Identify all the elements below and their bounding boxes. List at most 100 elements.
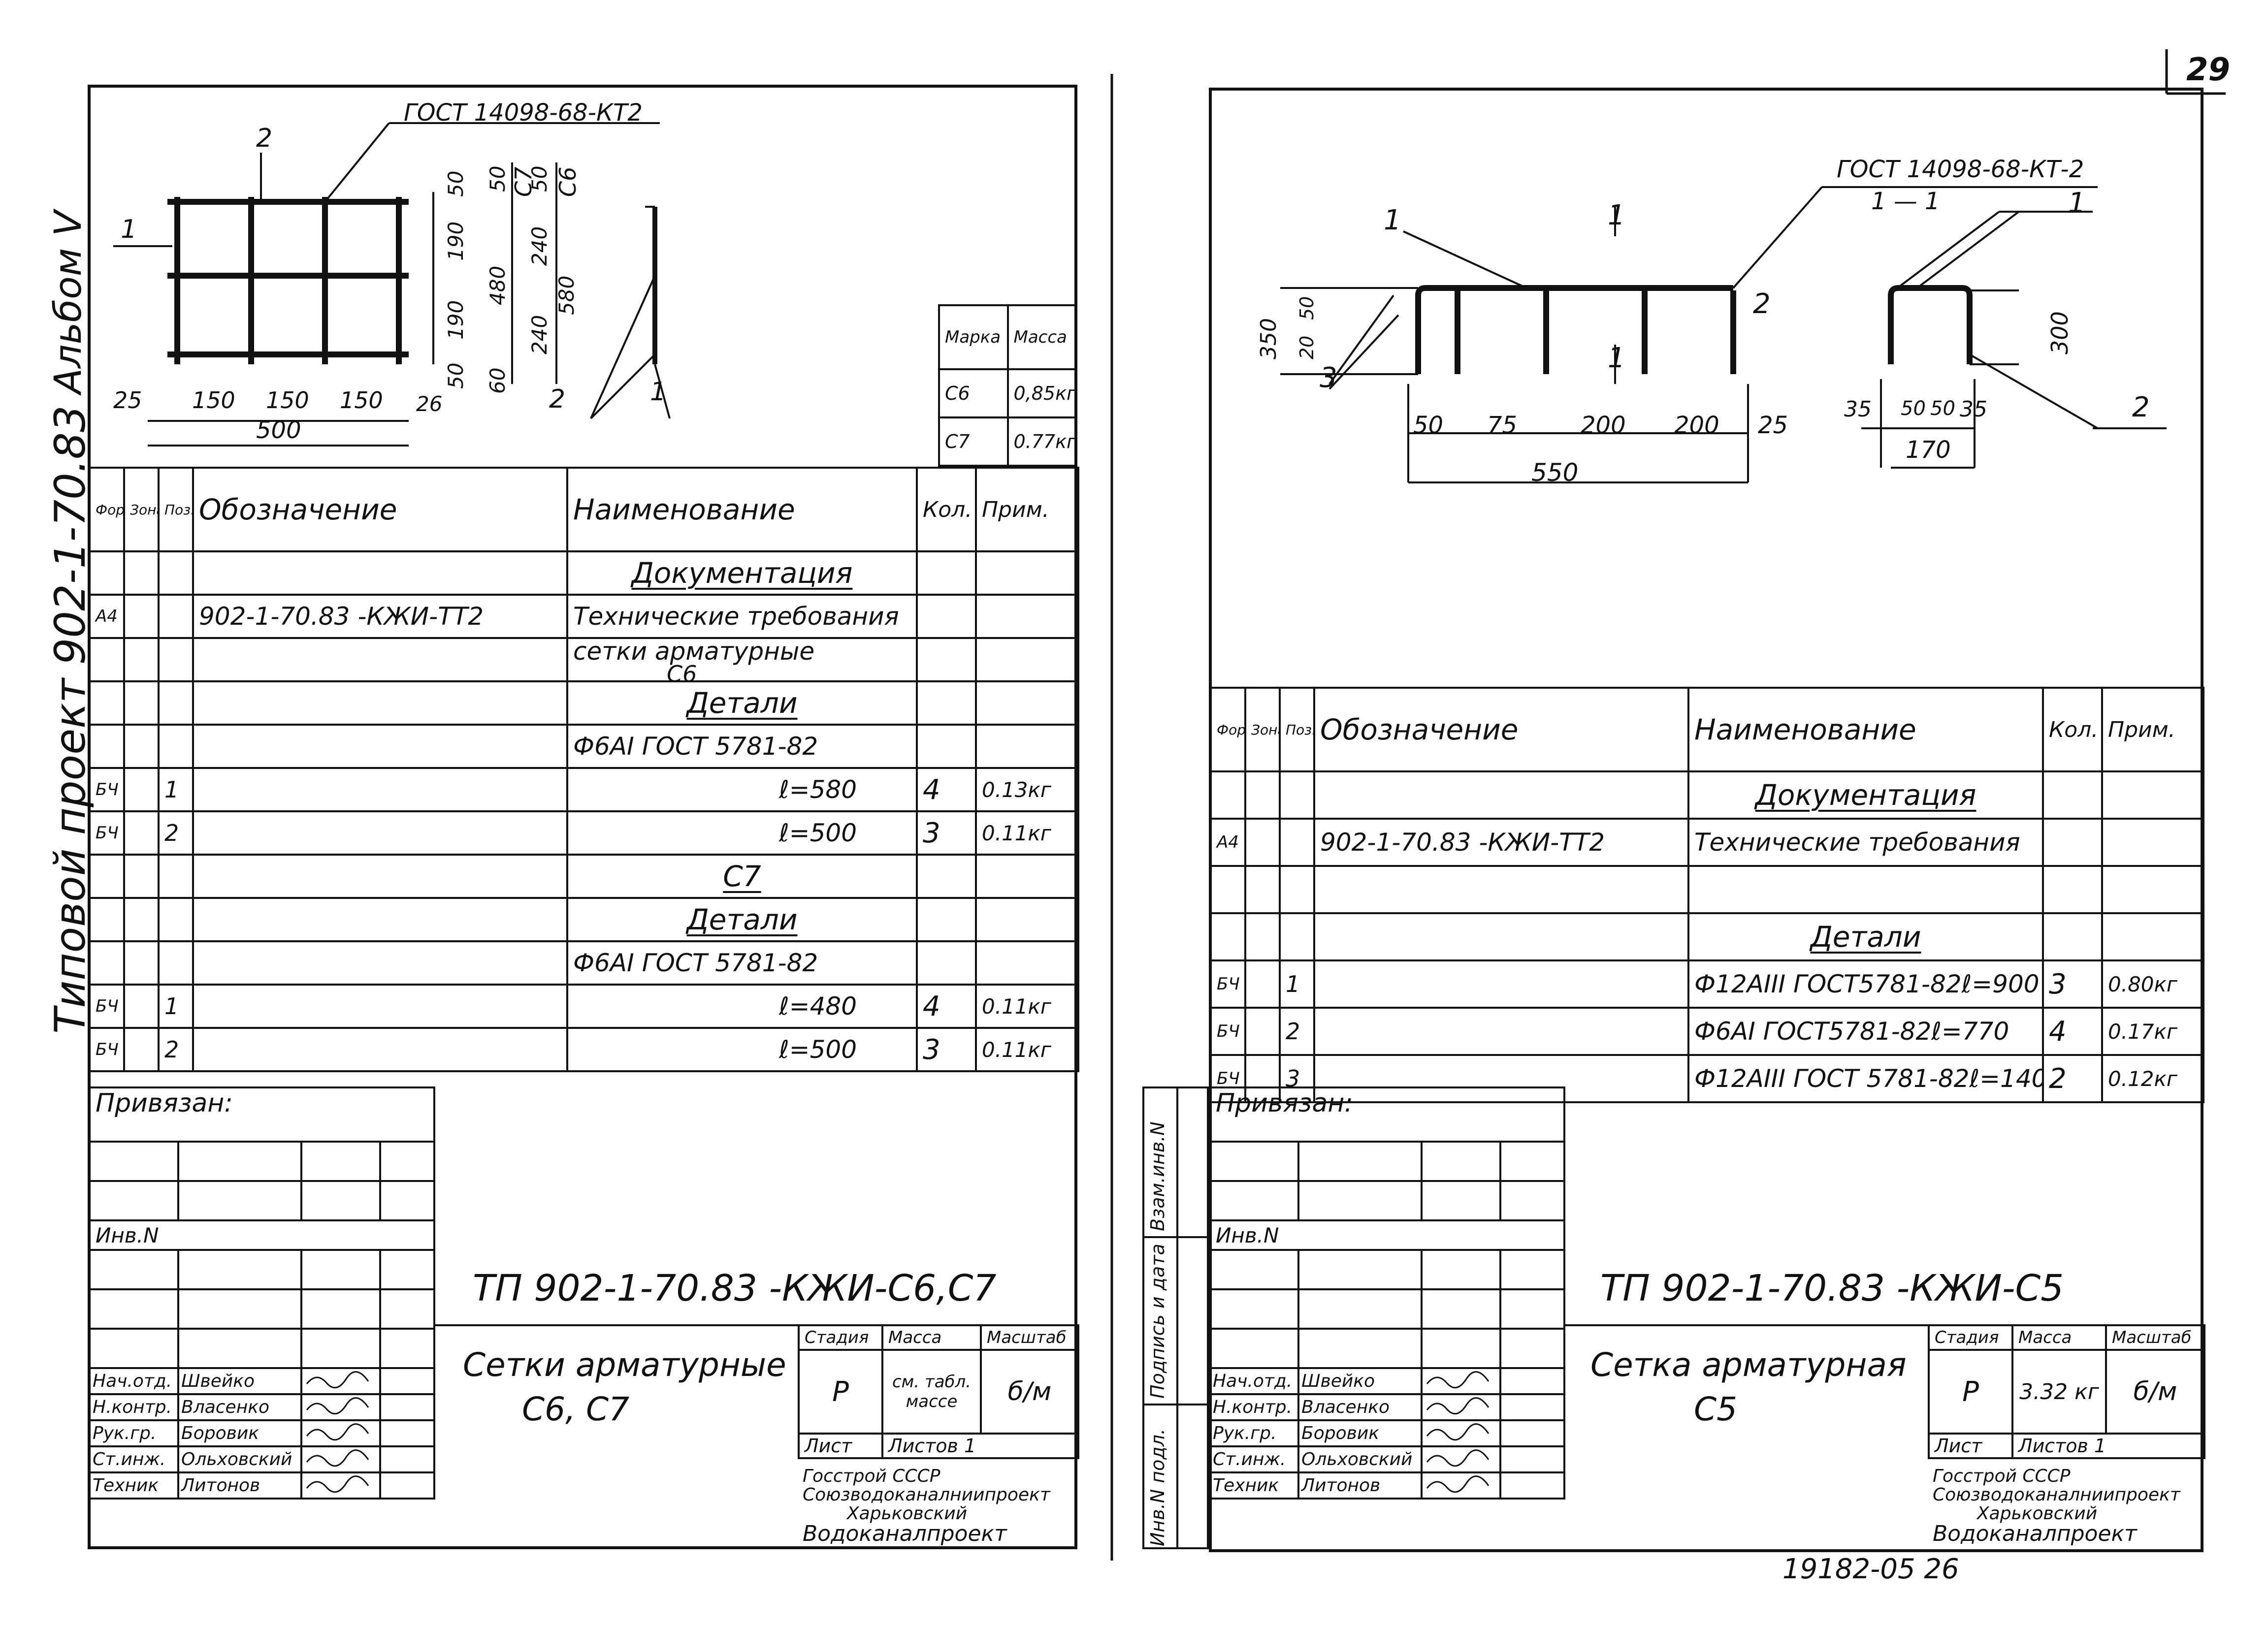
org-line: Харьковский xyxy=(1977,1503,2098,1524)
spec-cell-note: 0.80кг xyxy=(2101,959,2204,1009)
staff-date xyxy=(1499,1367,1565,1395)
staff-name: Боровик xyxy=(177,1419,302,1447)
staff-row: Рук.гр.Боровик xyxy=(89,1419,435,1447)
dim-label: 200 xyxy=(1581,412,1626,439)
mass-cell: С6 xyxy=(938,368,1009,418)
staff-name: Швейко xyxy=(1297,1367,1423,1395)
spec-cell-pos: 2 xyxy=(158,1027,194,1072)
page-number: 29 xyxy=(2186,52,2231,88)
spec-cell-designation xyxy=(192,767,568,812)
spec-cell-note xyxy=(975,940,1079,986)
spec-cell-qty: 2 xyxy=(2042,1054,2103,1103)
spec-cell-format: А4 xyxy=(1210,818,1246,867)
spec-cell-name: Технические требования xyxy=(566,594,918,639)
dim-label: 25 xyxy=(113,387,142,414)
staff-row: Н.контр.Власенко xyxy=(89,1393,435,1421)
spec-cell-name: Детали xyxy=(566,680,918,726)
spec-cell-pos xyxy=(158,594,194,639)
spec-cell-format xyxy=(1210,865,1246,914)
spec-cell-zone xyxy=(123,897,160,942)
spec-cell-qty xyxy=(916,594,977,639)
pos-label: 1 xyxy=(2068,187,2086,219)
spec-row: Документация xyxy=(1210,770,2204,820)
dim-label: 50 xyxy=(1930,397,1955,420)
spec-header-note: Прим. xyxy=(975,467,1079,552)
signature-mark xyxy=(306,1423,369,1441)
spec-cell-zone xyxy=(1244,959,1281,1009)
spec-cell-zone xyxy=(123,767,160,812)
spec-cell-pos: 1 xyxy=(158,984,194,1029)
org-line: Союзводоканалниипроект xyxy=(803,1484,1050,1505)
spec-cell-note xyxy=(975,637,1079,682)
spec-cell-pos xyxy=(158,854,194,899)
staff-row: Ст.инж.Ольховский xyxy=(1209,1445,1565,1473)
spec-cell-name: Ф6АI ГОСТ 5781-82 xyxy=(566,940,918,986)
doc-title: Сетки арматурные xyxy=(463,1346,786,1384)
staff-signature xyxy=(1421,1471,1501,1500)
spec-cell-note xyxy=(975,897,1079,942)
spec-cell-qty xyxy=(2042,770,2103,820)
spec-cell-designation xyxy=(192,724,568,769)
spec-cell-qty xyxy=(916,724,977,769)
org-line: Союзводоканалниипроект xyxy=(1933,1484,2180,1505)
spec-cell-designation xyxy=(192,680,568,726)
dim-label: 150 xyxy=(340,387,383,414)
mass-table: Марка Масса С6 0,85кг С7 0.77кг xyxy=(938,304,1077,467)
side-stamp-label: Подпись и дата xyxy=(1147,1244,1168,1399)
left-spec-table: Формат Зона Поз. Обозначение Наименовани… xyxy=(89,467,1079,1072)
spec-cell-name xyxy=(1687,865,2044,914)
sheets-label: Листов 1 xyxy=(881,1433,1079,1459)
staff-row: Нач.отд.Швейко xyxy=(1209,1367,1565,1395)
spec-header-zone: Зона xyxy=(123,467,160,552)
staff-name: Швейко xyxy=(177,1367,302,1395)
staff-date xyxy=(379,1419,435,1447)
spec-cell-name: Ф12АIII ГОСТ5781-82ℓ=900 xyxy=(1687,959,2044,1009)
spec-cell-name: Ф6АI ГОСТ 5781-82 xyxy=(566,724,918,769)
staff-date xyxy=(379,1471,435,1500)
spec-cell-pos: 2 xyxy=(158,810,194,856)
dim-label: 50 xyxy=(1413,412,1444,439)
stage-header: Стадия xyxy=(798,1324,883,1351)
staff-signature xyxy=(1421,1445,1501,1473)
signature-mark xyxy=(1426,1423,1490,1441)
dim-label: 35 xyxy=(1960,397,1987,422)
spec-cell-note: 0.13кг xyxy=(975,767,1079,812)
spec-cell-note xyxy=(2101,865,2204,914)
spec-cell-format: А4 xyxy=(89,594,125,639)
doc-title-marks: С5 xyxy=(1694,1390,1738,1428)
spec-cell-format xyxy=(89,680,125,726)
spec-cell-designation xyxy=(192,550,568,596)
spec-cell-pos xyxy=(1279,865,1315,914)
spec-cell-note xyxy=(975,724,1079,769)
staff-date xyxy=(1499,1393,1565,1421)
spec-header-format: Формат xyxy=(1210,687,1246,772)
archive-code: 19182-05 26 xyxy=(1782,1553,1959,1585)
gost-label: ГОСТ 14098-68-КТ2 xyxy=(404,99,643,127)
scale-header: Масштаб xyxy=(980,1324,1079,1351)
spec-cell-note xyxy=(975,680,1079,726)
inv-label: Инв.N xyxy=(89,1219,435,1251)
dim-total: 500 xyxy=(256,416,301,444)
staff-row: Н.контр.Власенко xyxy=(1209,1393,1565,1421)
spec-cell-zone xyxy=(123,940,160,986)
sheet-label: Лист xyxy=(798,1433,883,1459)
spec-cell-name: Технические требования xyxy=(1687,818,2044,867)
spec-row: Детали xyxy=(89,897,1079,942)
mass-col-header: Масса xyxy=(1006,304,1077,370)
spec-cell-pos xyxy=(158,897,194,942)
spec-header-name: Наименование xyxy=(566,467,918,552)
dim-label: 350 xyxy=(1256,318,1281,359)
spec-cell-qty xyxy=(916,550,977,596)
staff-date xyxy=(379,1367,435,1395)
spec-cell-format xyxy=(89,897,125,942)
spec-cell-pos xyxy=(1279,770,1315,820)
spec-row: Ф6АI ГОСТ 5781-82 xyxy=(89,724,1079,769)
dim-label: 50 xyxy=(444,362,468,389)
side-stamp-label: Взам.инв.N xyxy=(1147,1121,1168,1231)
dim-label: 50 xyxy=(486,165,510,192)
spec-cell-zone xyxy=(123,810,160,856)
dim-label: 50 xyxy=(1296,296,1318,320)
pos-label: 2 xyxy=(1753,288,1771,320)
